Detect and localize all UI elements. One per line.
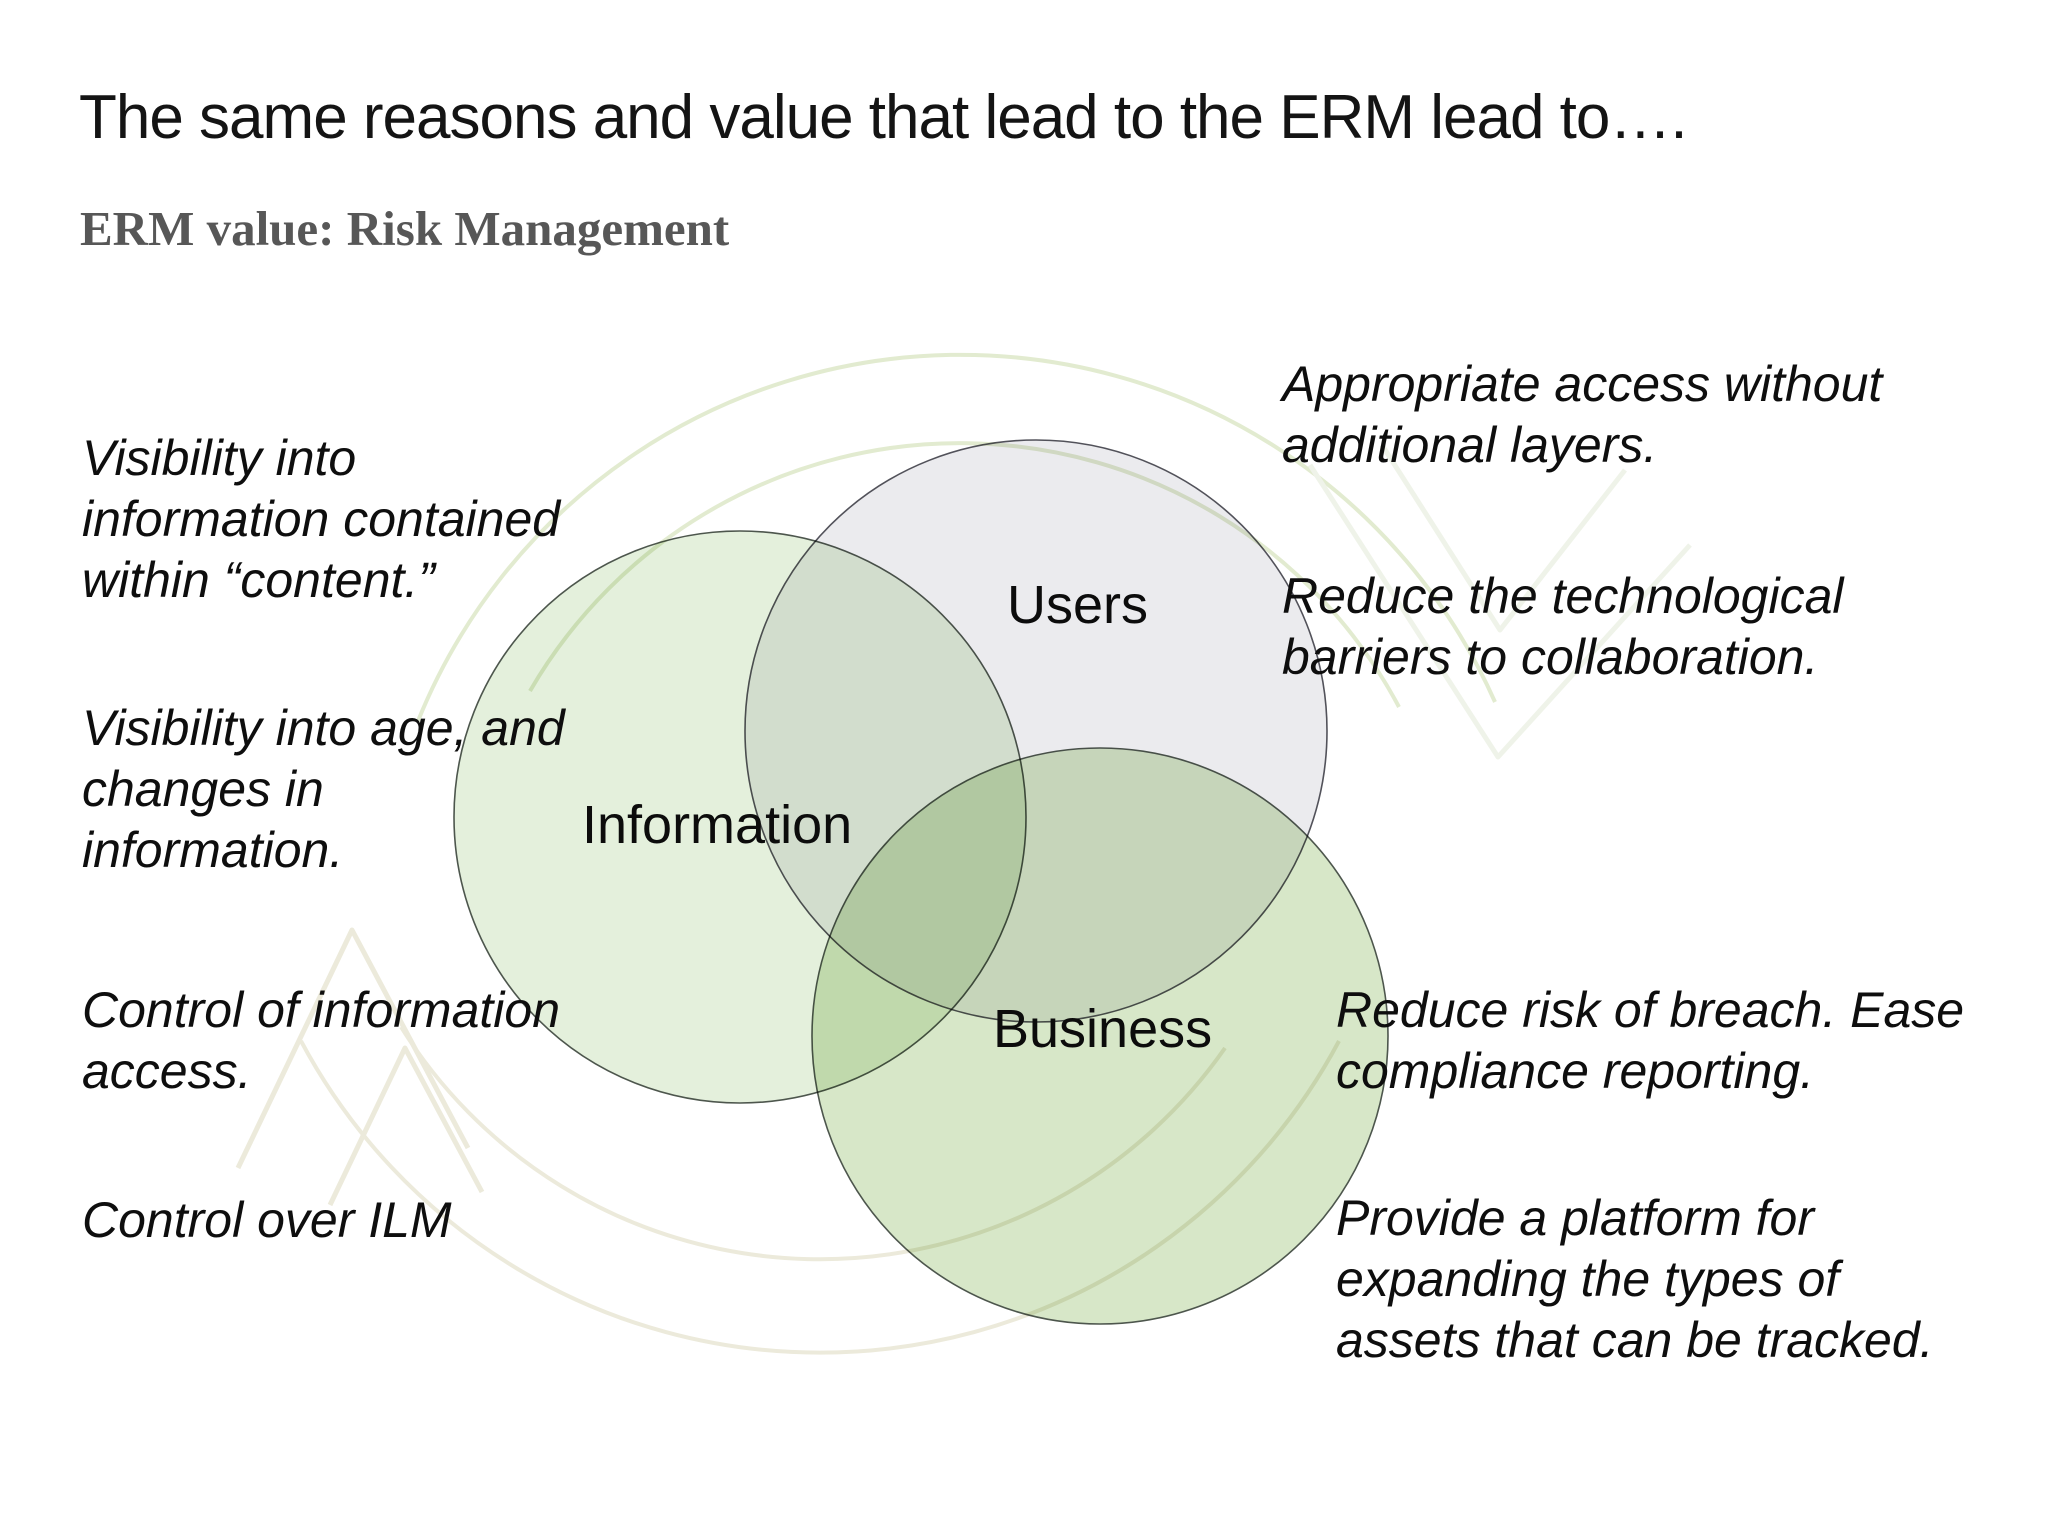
note-control-access: Control of information access.	[82, 982, 561, 1099]
note-reduce-risk: Reduce risk of breach. Ease compliance r…	[1336, 982, 1965, 1099]
information-circle-label: Information	[582, 795, 853, 855]
note-visibility-age: Visibility into age, and changes in info…	[82, 700, 565, 878]
green-arc-outer	[416, 352, 1497, 722]
note-provide-platform: Provide a platform for expanding the typ…	[1336, 1190, 1934, 1368]
green-arrowhead-inner-icon	[1379, 443, 1627, 633]
beige-arrowhead-icon	[235, 927, 471, 1170]
beige-arrowhead-inner-icon	[327, 1045, 485, 1207]
page-title: The same reasons and value that lead to …	[79, 83, 1688, 152]
green-arrowhead-icon	[1307, 463, 1692, 760]
note-appropriate-access: Appropriate access without additional la…	[1282, 356, 1883, 473]
note-visibility-content: Visibility into information contained wi…	[82, 430, 561, 608]
note-control-ilm: Control over ILM	[82, 1192, 452, 1248]
users-circle-label: Users	[1007, 575, 1149, 635]
page-subtitle: ERM value: Risk Management	[80, 201, 730, 256]
business-circle	[811, 747, 1389, 1325]
venn-circles	[453, 439, 1389, 1325]
note-reduce-barriers: Reduce the technological barriers to col…	[1282, 568, 1844, 685]
business-circle-label: Business	[993, 999, 1213, 1059]
